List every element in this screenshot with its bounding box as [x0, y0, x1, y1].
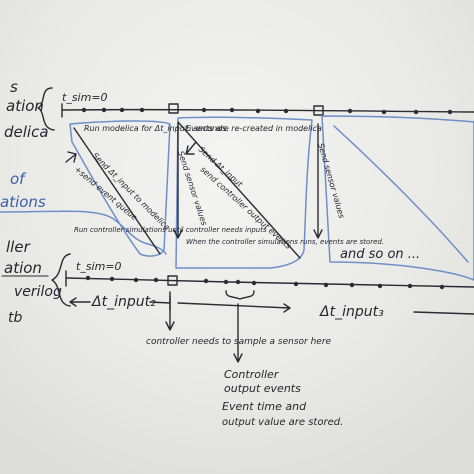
note-and-so-on: and so on ...	[340, 247, 420, 262]
bottom-timeline-dots	[85, 275, 445, 290]
arrow-controller-output	[233, 303, 243, 363]
dt-input2-label: Δt_input₂	[91, 294, 156, 310]
note-run-controller-sim: Run controller simulations until control…	[74, 226, 267, 234]
left-label-1: s	[10, 78, 18, 96]
top-timeline-line	[61, 108, 474, 113]
arrow-send-sensor-values-2	[313, 123, 323, 239]
left-label-2: ation	[6, 97, 44, 115]
note-when-controller: When the controller simulations runs, ev…	[186, 238, 384, 246]
bottom-timeline-start: t_sim=0	[76, 260, 122, 273]
arrow-controller-needs	[165, 291, 175, 331]
event-brace	[225, 290, 255, 300]
top-timeline-marker-2	[313, 105, 324, 116]
left-label-7: tb	[8, 310, 22, 326]
blue-label-2: ations	[0, 193, 46, 211]
diagonal-events	[177, 121, 301, 259]
dt-input3-label: Δt_input₃	[319, 304, 384, 320]
left-label-3: delica	[4, 123, 49, 141]
dt-input2-arrow	[69, 297, 91, 307]
note-controller-output-2: output events	[224, 382, 301, 395]
left-brace-top	[37, 87, 55, 131]
note-controller-output-3: Event time and	[222, 400, 307, 413]
note-events-recreated: Events are re-created in modelica	[186, 124, 322, 133]
blue-region-and-so-on	[321, 115, 474, 281]
left-label-4: ller	[6, 238, 31, 256]
dt-input3-tail	[413, 311, 474, 315]
arrow-send-dt-input-2	[185, 141, 197, 155]
dt-input3-arrow-left-part	[177, 302, 291, 313]
note-controller-output-4: output value are stored.	[222, 417, 343, 428]
blue-underline-curve	[0, 210, 167, 255]
note-run-modelica: Run modelica for Δt_input₂ seconds.	[84, 124, 229, 133]
left-label-5: ation	[4, 259, 42, 277]
top-timeline-marker-1	[168, 103, 179, 114]
diagonal-run-modelica	[73, 127, 161, 255]
note-controller-output-1: Controller	[224, 368, 280, 381]
left-brace-bottom	[51, 253, 71, 307]
note-controller-needs: controller needs to sample a sensor here	[146, 337, 332, 347]
blue-diagonal-top-right	[333, 125, 469, 263]
top-timeline-dots	[81, 107, 453, 115]
blue-region-run-modelica	[69, 120, 171, 257]
left-label-6: verilog	[14, 284, 62, 300]
blue-label-1: of	[10, 170, 27, 188]
arrow-send-sensor-values-1	[173, 123, 183, 239]
blue-region-events-recreated	[175, 116, 313, 269]
top-timeline-start: t_sim=0	[62, 91, 108, 104]
bottom-timeline-marker	[167, 275, 178, 286]
arrow-send-dt-input	[65, 151, 77, 163]
